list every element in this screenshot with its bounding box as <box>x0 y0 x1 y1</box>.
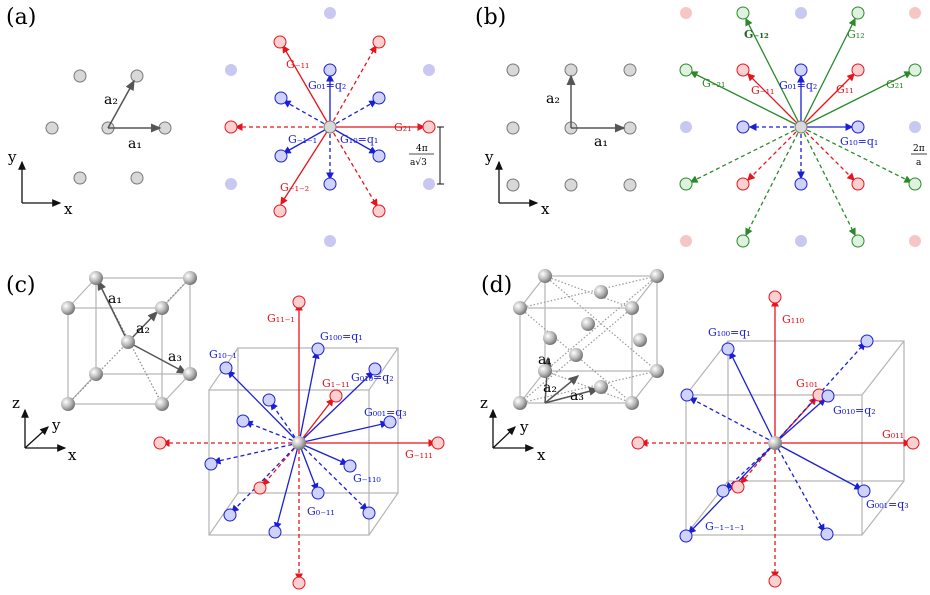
lattice-site <box>564 63 578 77</box>
label-G10-q1: G₁₀=q₁ <box>840 135 878 148</box>
panel-d: (d) a₁ a₂ a₃ <box>480 269 920 588</box>
label-a1: a₁ <box>108 291 122 307</box>
label-a2: a₂ <box>543 380 557 396</box>
axis-y-label: y <box>484 148 494 166</box>
panel-a-axes: y x <box>7 148 73 218</box>
spacing-num: 4π <box>416 144 428 154</box>
label-G-1-2: G₋₁₋₂ <box>280 181 309 194</box>
panel-c: (c) a₁ a₂ a₃ z y x <box>6 271 445 590</box>
panel-a-reciprocal: G₋₁₁ G₀₁=q₂ G₋₁₋₁ G₁₀=q₁ G₂₁ G₋₁₋₂ 4π a√… <box>224 7 444 247</box>
lattice-site <box>623 178 637 192</box>
axis-x-label: x <box>64 200 73 218</box>
panel-a-label: (a) <box>6 5 36 30</box>
label-G10-q1: G₁₀=q₁ <box>340 133 378 146</box>
label-G01-q2: G₀₁=q₂ <box>779 79 817 92</box>
spacing-num: 2π <box>913 144 925 154</box>
label-G-21: G₋₂₁ <box>702 77 725 90</box>
lattice-site <box>506 178 520 192</box>
label-G-110: G₋₁₁₀ <box>353 472 381 485</box>
lattice-site <box>130 69 144 83</box>
vector-a3 <box>127 341 188 374</box>
panel-b-reciprocal: G₋₁₂ G₁₂ G₋₂₁ G₋₁₁ G₀₁=q₂ G₁₁ G₂₁ G₁₀=q₁… <box>679 6 927 248</box>
label-G12: G₁₂ <box>847 28 865 41</box>
label-G110: G₁₁₀ <box>782 313 805 326</box>
label-G010-q2: G₀₁₀=q₂ <box>833 404 876 417</box>
panel-a: (a) a₁ a₂ y x <box>6 5 444 247</box>
lattice-site <box>73 69 87 83</box>
vector-a2 <box>107 79 135 129</box>
axis-x-label: x <box>537 446 546 464</box>
label-G1-11: G₁₋₁₁ <box>322 377 350 390</box>
label-G-1-1-1: G₋₁₋₁₋₁ <box>705 520 744 533</box>
label-G-111: G₋₁₁₁ <box>405 448 433 461</box>
label-G100-q1: G₁₀₀=q₁ <box>708 326 751 339</box>
lattice-site <box>506 63 520 77</box>
axis-y-label: y <box>7 148 17 166</box>
label-a2: a₂ <box>136 321 150 337</box>
label-G0-11: G₀₋₁₁ <box>307 505 335 518</box>
panel-b: (b) a₁ a₂ y x <box>475 5 927 248</box>
lattice-site <box>158 121 172 135</box>
label-a2: a₂ <box>104 92 118 108</box>
panel-d-label: (d) <box>481 273 512 298</box>
axis-y-label: y <box>519 418 529 436</box>
axis-z-label: z <box>12 394 20 412</box>
lattice-site <box>45 121 59 135</box>
label-G01-q2: G₀₁=q₂ <box>308 79 346 92</box>
label-a3: a₃ <box>168 349 182 365</box>
label-G010-q2: G₀₁₀=q₂ <box>351 371 394 384</box>
origin-site <box>768 436 782 450</box>
label-G10-1: G₁₀₋₁ <box>209 348 237 361</box>
panel-d-reciprocal: G₁₁₀ G₁₀₀=q₁ G₁₀₁ G₀₁₀=q₂ G₀₁₁ G₀₀₁=q₃ G… <box>631 290 920 588</box>
label-a1: a₁ <box>538 352 552 368</box>
label-G11-1: G₁₁₋₁ <box>267 312 295 325</box>
spacing-den: a <box>916 158 922 168</box>
label-G-11: G₋₁₁ <box>286 58 309 71</box>
origin-site <box>323 120 337 134</box>
label-G-11: G₋₁₁ <box>751 84 774 97</box>
lattice-site <box>623 121 637 135</box>
axis-x-label: x <box>68 446 77 464</box>
origin-site <box>794 120 808 134</box>
lattice-site <box>564 178 578 192</box>
lattice-site <box>506 121 520 135</box>
label-G101: G₁₀₁ <box>796 377 818 390</box>
axis-x-label: x <box>541 200 550 218</box>
label-a1: a₁ <box>594 134 608 150</box>
label-G21: G₂₁ <box>394 121 412 134</box>
label-a1: a₁ <box>128 136 142 152</box>
panel-c-label: (c) <box>6 273 36 298</box>
label-G001-q3: G₀₀₁=q₃ <box>866 498 909 511</box>
label-G-1-1: G₋₁₋₁ <box>288 133 317 146</box>
label-G21: G₂₁ <box>886 78 904 91</box>
axis-z-label: z <box>480 394 488 412</box>
lattice-site <box>130 171 144 185</box>
vector-a2 <box>544 375 580 404</box>
panel-b-axes: y x <box>484 148 550 218</box>
panel-d-axes: z y x <box>480 394 546 464</box>
label-G011: G₀₁₁ <box>882 428 904 441</box>
panel-c-atoms <box>61 271 197 411</box>
lattice-site <box>73 171 87 185</box>
label-a3: a₃ <box>570 388 584 404</box>
axis-y-label: y <box>51 416 61 434</box>
vector-a3 <box>544 386 600 404</box>
origin-site <box>292 436 306 450</box>
spacing-den: a√3 <box>410 157 427 168</box>
lattice-site <box>623 63 637 77</box>
panel-c-axes: z y x <box>12 394 77 464</box>
spacing-bracket <box>437 126 444 185</box>
label-G001-q3: G₀₀₁=q₃ <box>364 406 407 419</box>
label-G11: G₁₁ <box>836 83 854 96</box>
label-a2: a₂ <box>546 91 560 107</box>
panel-b-label: (b) <box>475 5 506 30</box>
vector-a1 <box>97 279 129 343</box>
label-G-12: G₋₁₂ <box>744 28 769 41</box>
panel-d-atoms <box>513 269 664 410</box>
panel-c-reciprocal: G₁₁₋₁ G₁₀₀=q₁ G₁₀₋₁ G₀₁₀=q₂ G₁₋₁₁ G₀₀₁=q… <box>153 295 445 590</box>
label-G100-q1: G₁₀₀=q₁ <box>320 330 363 343</box>
